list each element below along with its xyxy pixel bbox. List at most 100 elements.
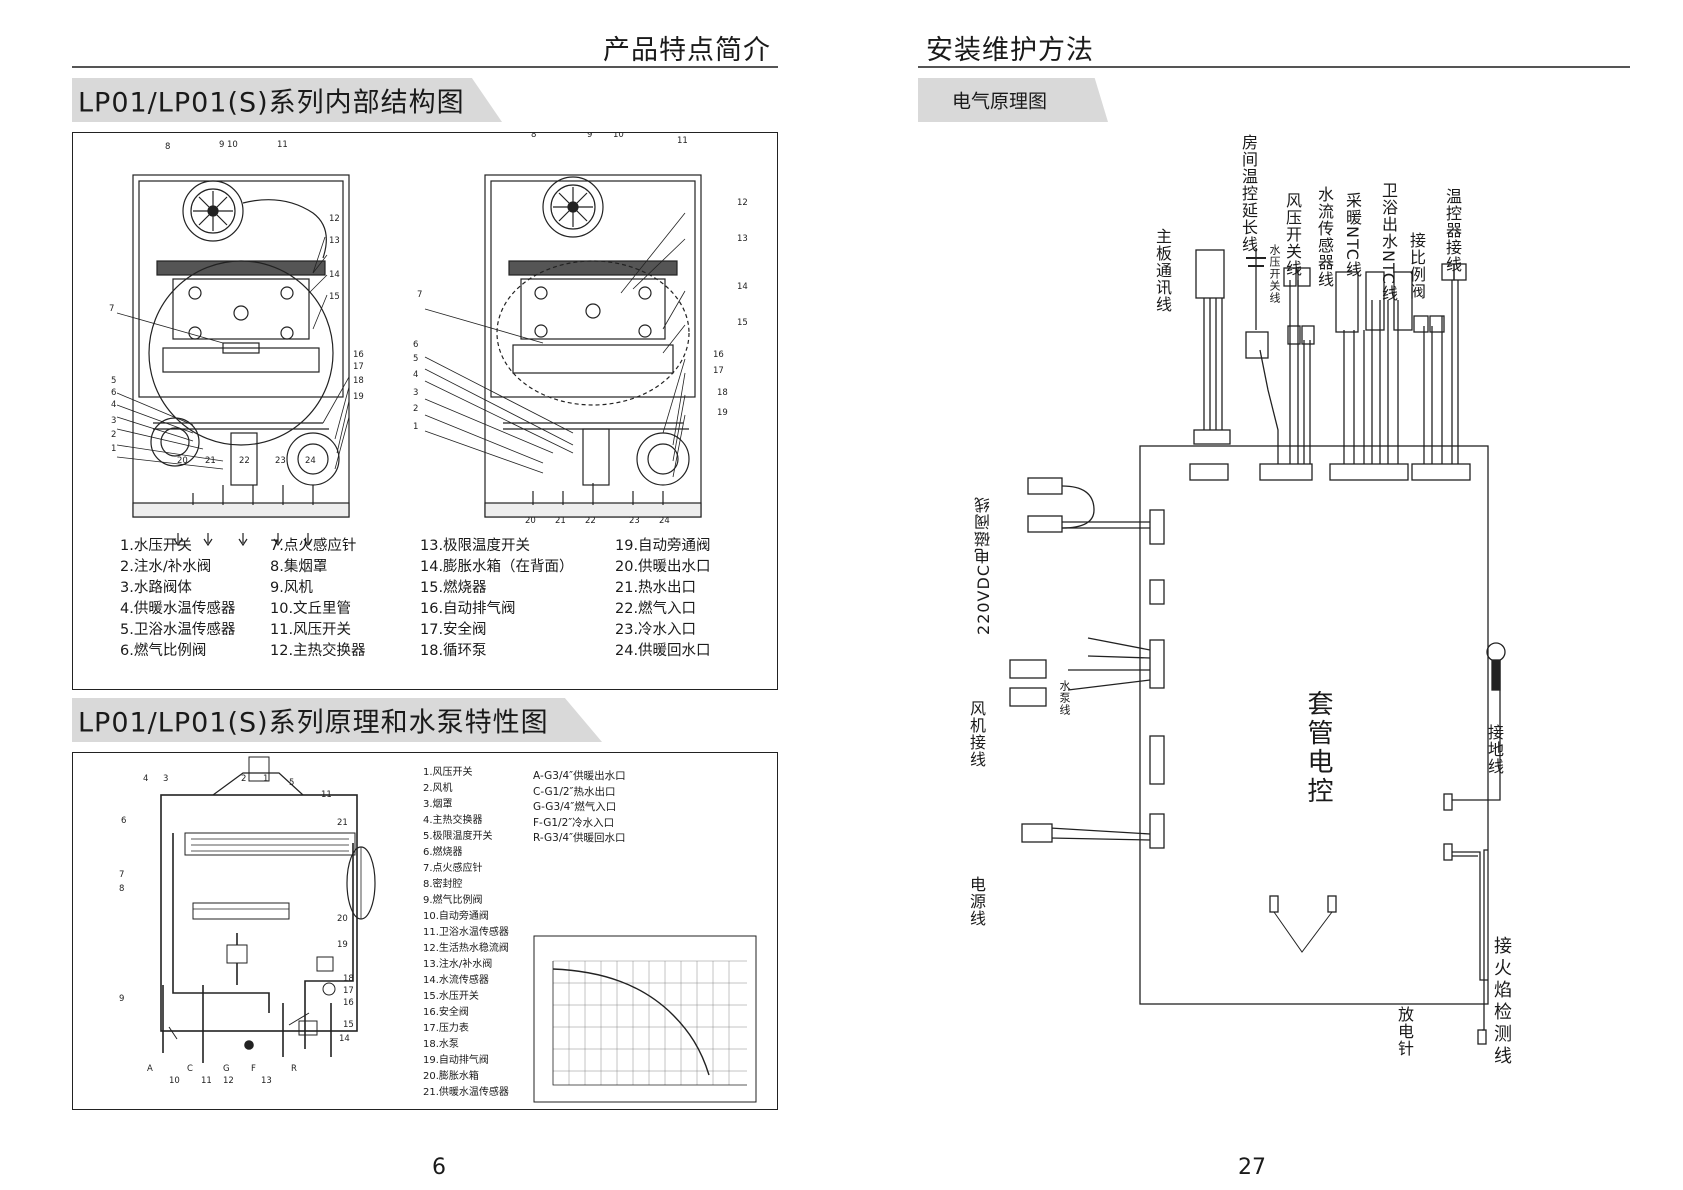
svg-text:8: 8 [531, 133, 536, 140]
principle-part-item: 9.燃气比例阀 [423, 895, 483, 906]
right-page-header: 安装维护方法 [926, 35, 1094, 66]
label-mainboard-comm: 主板通讯线 [1153, 228, 1172, 313]
principle-part-item: 20.膨胀水箱 [423, 1071, 479, 1082]
svg-text:16: 16 [343, 998, 354, 1008]
svg-text:15: 15 [737, 318, 748, 328]
svg-text:18: 18 [353, 376, 364, 386]
legend-item: 20.供暖出水口 [615, 559, 711, 575]
svg-text:6: 6 [413, 340, 418, 350]
legend-item: 6.燃气比例阀 [120, 643, 207, 659]
pump-curve-chart [533, 935, 757, 1103]
svg-text:17: 17 [353, 362, 364, 372]
principle-part-item: 21.供暖水温传感器 [423, 1087, 509, 1098]
label-ground-wire: 接地线 [1485, 724, 1504, 775]
label-thermostat: 温控器接线 [1443, 188, 1462, 273]
legend-item: 4.供暖水温传感器 [120, 601, 236, 617]
svg-text:9: 9 [587, 133, 592, 140]
principle-part-item: 7.点火感应针 [423, 863, 483, 874]
legend-item: 11.风压开关 [270, 622, 352, 638]
svg-text:20: 20 [337, 914, 348, 924]
principle-part-item: 11.卫浴水温传感器 [423, 927, 509, 938]
left-page-header: 产品特点简介 [603, 35, 771, 66]
board-label: 套管电控 [1303, 690, 1333, 806]
label-discharge-needle: 放电针 [1395, 1006, 1414, 1057]
control-board [1139, 445, 1489, 1005]
svg-text:19: 19 [353, 392, 364, 402]
principle-part-item: 17.压力表 [423, 1023, 469, 1034]
label-flame-detect: 接火焰检测线 [1491, 936, 1512, 1068]
right-page-number: 27 [1238, 1155, 1266, 1180]
principle-part-item: 5.极限温度开关 [423, 831, 493, 842]
svg-text:7: 7 [417, 290, 422, 300]
legend-item: 9.风机 [270, 580, 313, 596]
label-room-thermostat: 房间温控延长线 [1239, 134, 1258, 253]
leader-lines [116, 212, 686, 478]
principle-part-item: 10.自动旁通阀 [423, 911, 489, 922]
svg-text:12: 12 [329, 214, 340, 224]
svg-text:24: 24 [659, 516, 670, 526]
section1-ribbon: LP01/LP01(S)系列内部结构图 [72, 78, 502, 122]
svg-text:11: 11 [677, 136, 688, 146]
legend-item: 14.膨胀水箱（在背面） [420, 559, 574, 575]
svg-text:2: 2 [111, 430, 116, 440]
legend-item: 18.循环泵 [420, 643, 487, 659]
principle-part-item: 4.主热交换器 [423, 815, 483, 826]
svg-text:3: 3 [111, 416, 116, 426]
svg-text:2: 2 [413, 404, 418, 414]
svg-text:21: 21 [205, 456, 216, 466]
svg-text:20: 20 [525, 516, 536, 526]
legend-item: 1.水压开关 [120, 538, 192, 554]
svg-text:12: 12 [223, 1076, 234, 1086]
electrical-title: 电气原理图 [952, 90, 1048, 113]
label-proportional-valve: 接比例阀 [1407, 232, 1426, 300]
legend-item: 10.文丘里管 [270, 601, 352, 617]
svg-text:F: F [251, 1064, 256, 1074]
svg-text:12: 12 [737, 198, 748, 208]
svg-text:17: 17 [713, 366, 724, 376]
svg-text:C: C [187, 1064, 193, 1074]
principle-part-item: 19.自动排气阀 [423, 1055, 489, 1066]
svg-text:6: 6 [111, 388, 116, 398]
legend-item: 15.燃烧器 [420, 580, 487, 596]
svg-text:24: 24 [305, 456, 316, 466]
svg-text:11: 11 [201, 1076, 212, 1086]
svg-text:R: R [291, 1064, 297, 1074]
legend-item: 22.燃气入口 [615, 601, 697, 617]
port-item: R-G3/4″供暖回水口 [533, 832, 626, 844]
svg-text:22: 22 [585, 516, 596, 526]
svg-text:5: 5 [111, 376, 116, 386]
port-item: F-G1/2″冷水入口 [533, 816, 615, 829]
legend-item: 21.热水出口 [615, 580, 697, 596]
left-page-number: 6 [432, 1155, 446, 1180]
svg-text:10: 10 [169, 1076, 180, 1086]
svg-text:14: 14 [737, 282, 748, 292]
legend-item: 8.集烟罩 [270, 559, 328, 575]
svg-text:1: 1 [413, 422, 418, 432]
legend-item: 12.主热交换器 [270, 643, 366, 659]
principle-part-item: 15.水压开关 [423, 991, 479, 1002]
svg-text:21: 21 [337, 818, 348, 828]
legend-item: 7.点火感应针 [270, 538, 357, 554]
legend-item: 13.极限温度开关 [420, 538, 531, 554]
label-water-pressure-switch: 水压开关线 [1268, 244, 1281, 304]
section2-ribbon: LP01/LP01(S)系列原理和水泵特性图 [72, 698, 602, 742]
principle-part-item: 6.燃烧器 [423, 847, 463, 858]
svg-text:13: 13 [261, 1076, 272, 1086]
label-fan-wire: 风机接线 [967, 700, 986, 768]
principle-part-item: 12.生活热水稳流阀 [423, 943, 509, 954]
principle-part-item: 1.风压开关 [423, 767, 473, 778]
legend-item: 17.安全阀 [420, 622, 487, 638]
label-heating-ntc: 采暖NTC线 [1343, 192, 1362, 278]
svg-text:11: 11 [321, 790, 332, 800]
svg-text:7: 7 [109, 304, 114, 314]
svg-text:19: 19 [337, 940, 348, 950]
svg-text:G: G [223, 1064, 230, 1074]
legend-item: 2.注水/补水阀 [120, 559, 212, 575]
svg-text:4: 4 [111, 400, 116, 410]
legend-item: 19.自动旁通阀 [615, 538, 711, 554]
